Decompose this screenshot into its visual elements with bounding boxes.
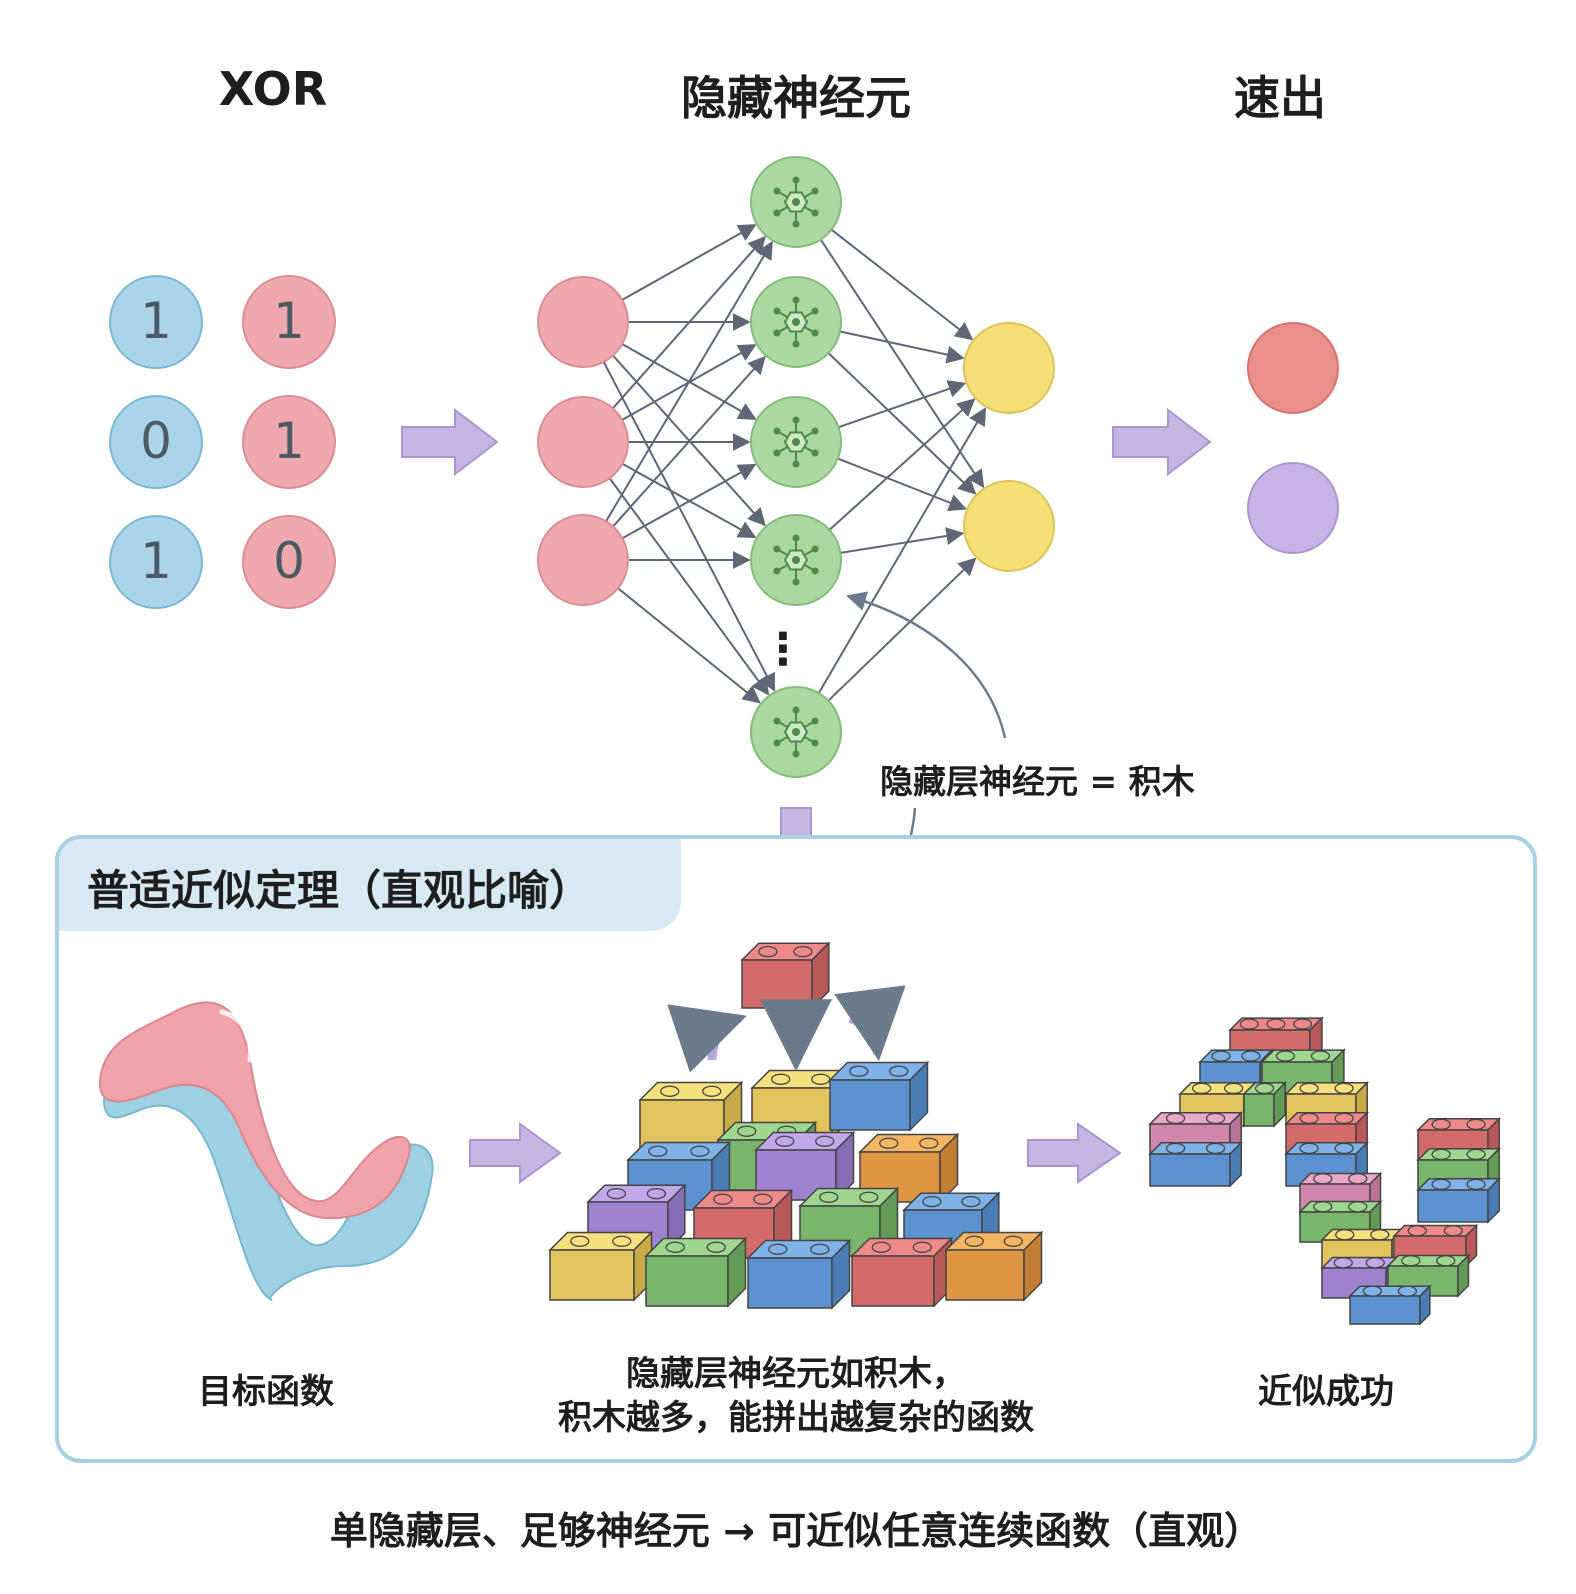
title-output: 速出 — [1234, 71, 1326, 125]
network-edge — [617, 587, 761, 704]
network-edge — [828, 398, 976, 531]
hidden-layer — [750, 156, 842, 778]
lego-block-yellow — [548, 1230, 654, 1302]
hidden-node — [750, 686, 842, 778]
xor-node — [242, 515, 336, 609]
network-edge — [839, 330, 965, 364]
final-output — [1247, 322, 1339, 554]
title-xor: XOR — [218, 62, 328, 116]
network-edge — [838, 380, 967, 429]
panel-title: 普适近似定理（直观比喻） — [87, 866, 592, 915]
lego-block-red — [850, 1236, 954, 1308]
xor-input-nodes — [109, 275, 336, 609]
network-edge — [612, 235, 766, 410]
xor-digit: 0 — [273, 532, 305, 590]
xor-node — [242, 395, 336, 489]
hidden-ellipsis: ⋮ — [761, 624, 805, 675]
input-node — [537, 276, 629, 368]
network-edge — [817, 407, 987, 694]
network-edge — [827, 352, 977, 495]
network-edge — [608, 477, 770, 696]
hidden-node — [750, 514, 842, 606]
target-function-curve — [98, 1001, 434, 1301]
caption-blocks-line1: 隐藏层神经元如积木， — [626, 1354, 966, 1394]
caption-approx-success: 近似成功 — [1258, 1372, 1394, 1412]
xor-node — [242, 275, 336, 369]
caption-blocks-line2: 积木越多，能拼出越复杂的函数 — [558, 1398, 1034, 1438]
annotation-hidden-equals-blocks: 隐藏层神经元 = 积木 — [880, 762, 1195, 801]
xor-digit: 1 — [273, 292, 305, 350]
xor-digit: 1 — [140, 532, 172, 590]
hidden-node — [750, 396, 842, 488]
network-edge — [621, 224, 757, 301]
neuron-icon — [773, 706, 819, 758]
lego-block-green — [644, 1236, 748, 1308]
network-edge — [827, 557, 977, 702]
flow-arrow-input-to-network — [401, 407, 499, 477]
result-node-purple — [1247, 462, 1339, 554]
hidden-node — [750, 276, 842, 368]
xor-digit: 1 — [273, 412, 305, 470]
network-edge — [612, 355, 766, 528]
annotation-arrow-to-hidden — [846, 591, 1007, 739]
input-node — [537, 514, 629, 606]
network-edge — [837, 457, 967, 512]
input-layer — [537, 276, 629, 606]
network-edge — [840, 527, 965, 554]
result-node-red — [1247, 322, 1339, 414]
flow-arrow-network-to-output — [1112, 407, 1212, 477]
lego-block-red — [740, 941, 831, 1010]
neuron-icon — [773, 176, 819, 228]
xor-node — [109, 515, 203, 609]
lego-block-yellow — [638, 1080, 744, 1152]
flow-arrow-blocks-to-success — [1027, 1122, 1122, 1184]
lego-block-blue — [1416, 1176, 1502, 1224]
footer-statement: 单隐藏层、足够神经元 → 可近似任意连续函数（直观） — [329, 1509, 1263, 1553]
hidden-node — [750, 156, 842, 248]
title-hidden-neurons: 隐藏神经元 — [681, 71, 911, 125]
panel-tab — [59, 839, 681, 931]
output-node — [963, 480, 1055, 572]
lego-block-purple — [754, 1130, 856, 1202]
small-arrow-right — [834, 985, 906, 1062]
lego-block-wave — [1148, 1016, 1502, 1326]
network-edge — [602, 361, 776, 692]
neuron-icon — [773, 534, 819, 586]
flow-arrow-target-to-blocks — [469, 1122, 562, 1184]
xor-node — [109, 275, 203, 369]
network-edge — [830, 228, 974, 341]
neuron-icon — [773, 296, 819, 348]
lego-block-blue — [1148, 1140, 1244, 1188]
network-edges — [602, 224, 987, 704]
network-edge — [819, 239, 985, 489]
xor-digit: 1 — [140, 292, 172, 350]
input-node — [537, 396, 629, 488]
caption-target-function: 目标函数 — [198, 1372, 334, 1412]
xor-digit: 0 — [140, 412, 172, 470]
xor-node — [109, 395, 203, 489]
lego-block-pile — [548, 941, 1044, 1310]
lego-block-green — [1242, 1080, 1288, 1128]
neuron-icon — [773, 416, 819, 468]
output-node — [963, 322, 1055, 414]
network-edge — [621, 463, 757, 540]
lego-block-blue — [1348, 1284, 1432, 1326]
lego-block-orange — [944, 1230, 1044, 1302]
lego-block-green — [1386, 1253, 1471, 1298]
lego-block-blue — [746, 1238, 852, 1310]
lego-block-blue — [828, 1060, 930, 1132]
output-layer — [963, 322, 1055, 572]
network-edge — [605, 240, 773, 522]
small-arrow-left — [667, 1004, 747, 1073]
